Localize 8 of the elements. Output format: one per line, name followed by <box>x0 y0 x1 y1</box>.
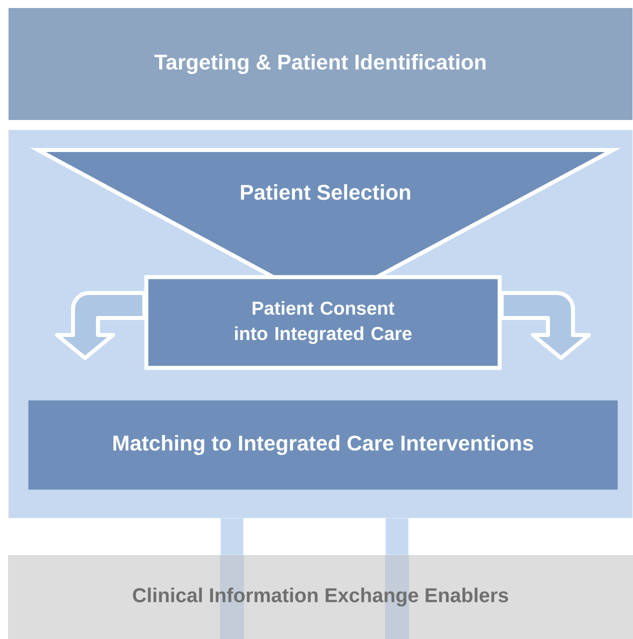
process-box: Matching to Integrated Care Interventions <box>28 400 618 490</box>
process-box: Patient Consent into Integrated Care <box>144 275 502 370</box>
bent-arrow <box>500 291 591 360</box>
connector-bar <box>220 518 244 555</box>
footer-band: Clinical Information Exchange Enablers <box>8 555 633 639</box>
bent-arrow <box>55 291 146 360</box>
connector-bar <box>386 518 408 555</box>
heading-band: Targeting & Patient Identification <box>8 8 632 120</box>
